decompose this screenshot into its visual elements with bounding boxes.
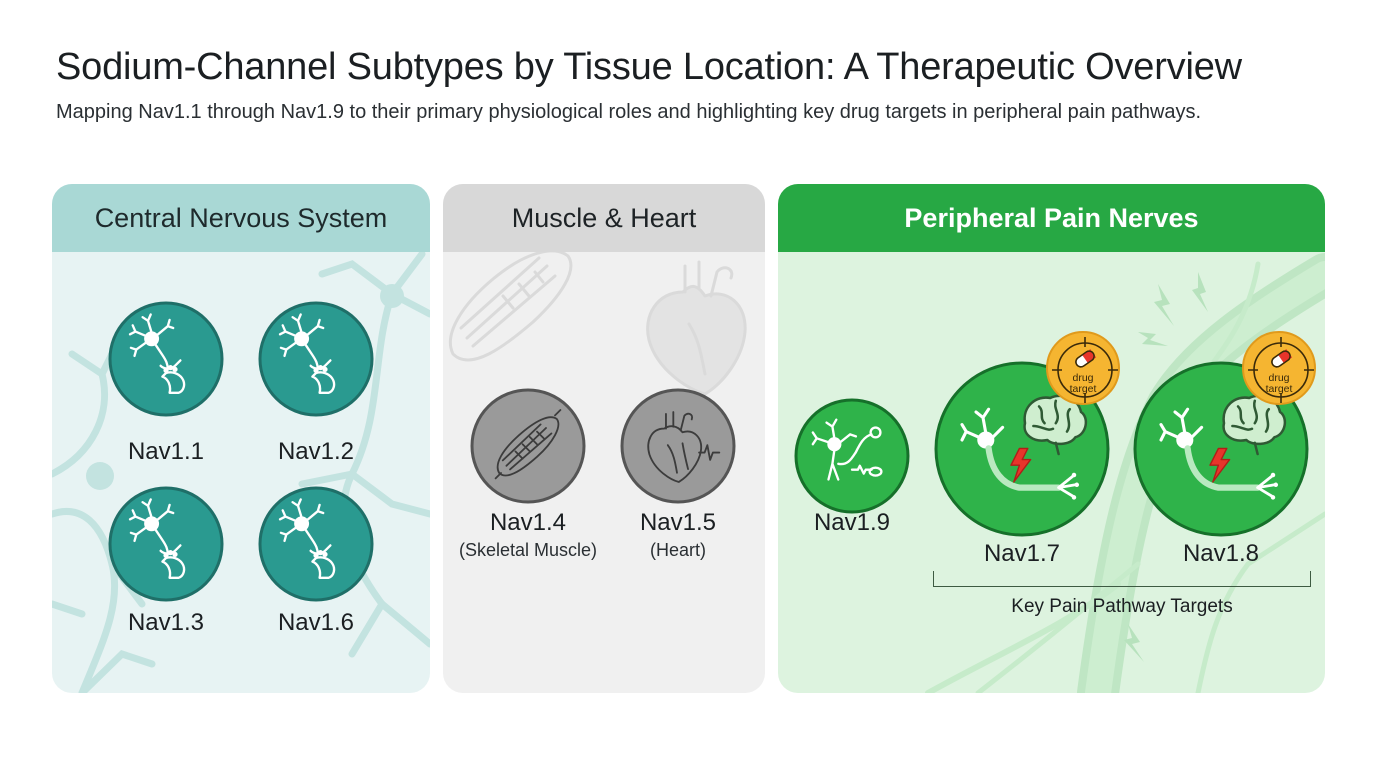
tissue-label: (Skeletal Muscle) [458, 540, 598, 560]
tissue-label: (Heart) [649, 540, 706, 560]
channel-label: Nav1.1 [127, 438, 205, 465]
pill-target-icon [1248, 337, 1314, 403]
sensory-neuron-icon [794, 398, 910, 514]
peripheral-pain-panel-title: Peripheral Pain Nerves [778, 184, 1325, 252]
badge-line-2: target [1069, 383, 1097, 395]
drug-target-badge: drug target [1046, 331, 1120, 405]
channel-label: Nav1.2 [277, 438, 355, 465]
muscle-icon [470, 388, 586, 504]
neuron-synapse-icon [108, 486, 224, 602]
page-title: Sodium-Channel Subtypes by Tissue Locati… [56, 46, 1242, 88]
channel-nav1-6: Nav1.6 [257, 485, 375, 636]
heart-icon [620, 388, 736, 504]
badge-line-1: drug [1268, 372, 1290, 384]
pain-targets-label: Key Pain Pathway Targets [1011, 596, 1233, 617]
muscle-heart-panel: Muscle & Heart Nav1.4 (Skeletal Muscle) … [443, 184, 765, 693]
cns-panel-title: Central Nervous System [52, 184, 430, 252]
neuron-synapse-icon [258, 486, 374, 602]
channel-nav1-5: Nav1.5 (Heart) [619, 387, 737, 560]
channel-nav1-9: Nav1.9 [793, 397, 911, 536]
channel-nav1-7: Nav1.7 [933, 360, 1111, 567]
channel-label: Nav1.4 [489, 509, 567, 536]
channel-label: Nav1.8 [1182, 540, 1260, 567]
cns-panel: Central Nervous System Nav1.1 Nav1.2 Nav… [52, 184, 430, 693]
channel-nav1-3: Nav1.3 [107, 485, 225, 636]
channel-label: Nav1.3 [127, 609, 205, 636]
pain-pathway-icon [1133, 361, 1309, 537]
pill-target-icon [1052, 337, 1118, 403]
badge-line-2: target [1265, 383, 1293, 395]
badge-line-1: drug [1072, 372, 1094, 384]
channel-label: Nav1.7 [983, 540, 1061, 567]
neuron-synapse-icon [258, 301, 374, 417]
pain-targets-bracket [933, 571, 1311, 587]
channel-nav1-2: Nav1.2 [257, 300, 375, 465]
page-subtitle: Mapping Nav1.1 through Nav1.9 to their p… [56, 101, 1202, 123]
muscle-heart-background [448, 249, 747, 396]
channel-nav1-8: Nav1.8 [1132, 360, 1310, 567]
neuron-synapse-icon [108, 301, 224, 417]
pain-pathway-icon [934, 361, 1110, 537]
channel-nav1-4: Nav1.4 (Skeletal Muscle) [459, 387, 597, 560]
channel-label: Nav1.9 [813, 509, 891, 536]
muscle-heart-panel-title: Muscle & Heart [443, 184, 765, 252]
channel-label: Nav1.6 [277, 609, 355, 636]
channel-nav1-1: Nav1.1 [107, 300, 225, 465]
drug-target-badge: drug target [1242, 331, 1316, 405]
channel-label: Nav1.5 [639, 509, 717, 536]
peripheral-pain-panel: Peripheral Pain Nerves Nav1.9 Nav1.7 dru… [778, 184, 1325, 693]
